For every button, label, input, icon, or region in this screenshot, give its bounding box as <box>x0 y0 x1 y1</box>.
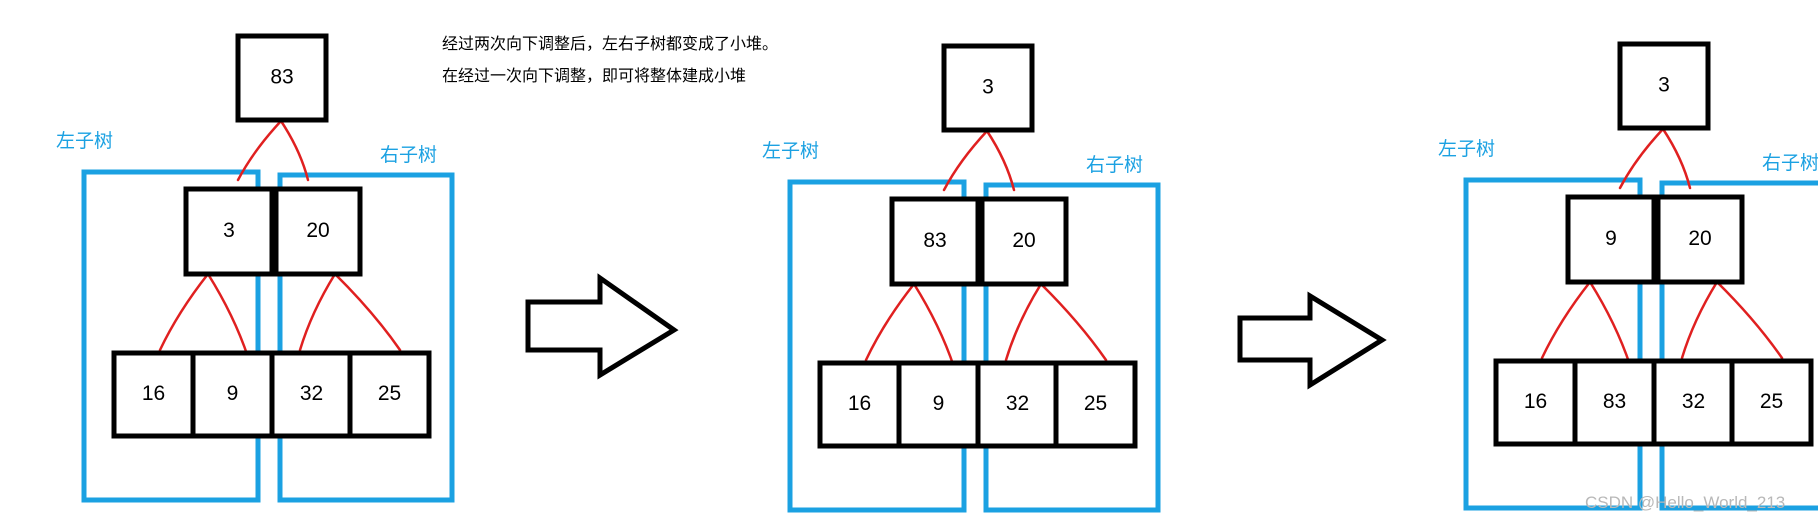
level1-node-1: 83 <box>923 229 946 252</box>
level2-node-4: 25 <box>378 382 401 405</box>
level2-node-4: 25 <box>1084 392 1107 415</box>
left-subtree-label: 左子树 <box>762 140 819 162</box>
edge-l1b-right <box>1715 280 1784 360</box>
edge-root-left <box>1618 127 1665 190</box>
level1-node-2-box <box>979 196 1069 287</box>
level2-node-1-box <box>817 360 902 449</box>
root-node: 83 <box>270 66 293 89</box>
level1-node-2: 20 <box>306 219 329 242</box>
root-node-box <box>1617 41 1711 131</box>
edge-l1b-left <box>298 272 337 352</box>
right-subtree-label: 右子树 <box>1086 154 1143 176</box>
edge-root-right <box>279 119 310 182</box>
edge-l1b-left <box>1004 282 1043 362</box>
level1-node-1: 3 <box>223 219 235 242</box>
level2-node-2: 9 <box>933 392 945 415</box>
left-subtree-label: 左子树 <box>1438 138 1495 160</box>
note-line-2: 在经过一次向下调整，即可将整体建成小堆 <box>442 66 746 85</box>
level2-node-4-box <box>347 350 432 439</box>
level1-node-1-box <box>1565 194 1657 285</box>
edge-root-right <box>1661 127 1692 190</box>
level1-node-1-box <box>183 186 275 277</box>
transition-arrow-2 <box>1237 291 1387 390</box>
level1-node-1: 9 <box>1605 227 1617 250</box>
transition-arrow-1 <box>525 273 679 380</box>
left-subtree-frame <box>787 179 967 513</box>
edge-root-left <box>236 119 283 182</box>
edge-l1a-right <box>912 282 956 369</box>
level1-node-2: 20 <box>1012 229 1035 252</box>
left-subtree-frame <box>1463 177 1643 511</box>
right-subtree-label: 右子树 <box>380 144 437 166</box>
edge-l1a-left <box>864 282 916 362</box>
level2-node-1-box <box>1493 358 1578 447</box>
edge-l1b-right <box>333 272 402 352</box>
level2-node-3: 32 <box>1682 390 1705 413</box>
root-node: 3 <box>982 76 994 99</box>
edge-l1a-left <box>158 272 210 352</box>
level1-node-1-box <box>889 196 981 287</box>
level2-node-3-box <box>975 360 1060 449</box>
level2-node-3-box <box>1651 358 1736 447</box>
level2-node-4: 25 <box>1760 390 1783 413</box>
edge-l1a-right <box>1588 280 1632 367</box>
root-node-box <box>235 33 329 123</box>
level2-node-1: 16 <box>848 392 871 415</box>
right-subtree-label: 右子树 <box>1762 152 1818 174</box>
level2-node-2: 9 <box>227 382 239 405</box>
right-subtree-frame <box>1659 180 1818 511</box>
watermark: CSDN @Hello_World_213 <box>1585 493 1785 512</box>
level1-node-2: 20 <box>1688 227 1711 250</box>
right-subtree-frame <box>983 182 1161 513</box>
edge-l1b-left <box>1680 280 1719 360</box>
level2-node-1: 16 <box>1524 390 1547 413</box>
edge-root-left <box>942 129 989 192</box>
left-subtree-frame <box>81 169 261 503</box>
level1-node-2-box <box>1655 194 1745 285</box>
level2-node-3: 32 <box>300 382 323 405</box>
level2-node-1: 16 <box>142 382 165 405</box>
level2-node-4-box <box>1729 358 1814 447</box>
level2-node-2-box <box>896 360 981 449</box>
edge-l1a-left <box>1540 280 1592 360</box>
level1-node-2-box <box>273 186 363 277</box>
right-subtree-frame <box>277 172 455 503</box>
root-node: 3 <box>1658 74 1670 97</box>
note-line-1: 经过两次向下调整后，左右子树都变成了小堆。 <box>442 34 778 53</box>
left-subtree-label: 左子树 <box>56 130 113 152</box>
level2-node-2: 83 <box>1603 390 1626 413</box>
level2-node-4-box <box>1053 360 1138 449</box>
level2-node-3: 32 <box>1006 392 1029 415</box>
edge-l1b-right <box>1039 282 1108 362</box>
edge-l1a-right <box>206 272 250 359</box>
edge-root-right <box>985 129 1016 192</box>
root-node-box <box>941 43 1035 133</box>
